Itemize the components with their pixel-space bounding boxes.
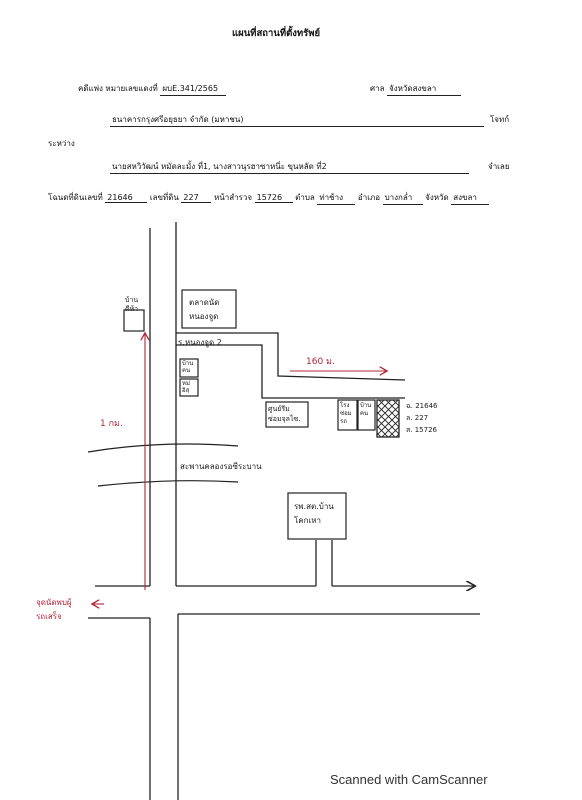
defendant-label: จำเลย	[488, 162, 510, 171]
case-number: ผบE.341/2565	[160, 82, 227, 96]
subdistrict: ท่าช้าง	[317, 191, 356, 205]
property-plot	[376, 399, 400, 438]
court-label: ศาล	[370, 84, 385, 93]
survey-label: หน้าสำรวจ	[213, 193, 253, 202]
side-road-north-edge	[176, 332, 406, 381]
side-road-south-edge	[176, 344, 405, 399]
deed-line: โฉนดที่ดินเลขที่ 21646 เลขที่ดิน 227 หน้…	[48, 191, 490, 205]
shop-label: ศูนย์รีม ซ่อมจุลไซ.	[268, 405, 301, 423]
house-near-box	[357, 399, 376, 431]
house-small-1-label: บ้าน คน	[182, 360, 194, 374]
province: สงขลา	[451, 191, 490, 205]
subdistrict-label: ตำบล	[295, 193, 315, 202]
deed-label: โฉนดที่ดินเลขที่	[48, 193, 103, 202]
survey-number: 15726	[254, 193, 293, 203]
land-label: เลขที่ดิน	[149, 193, 179, 202]
bridge-label: สะพานคลองรอซีระบาน	[180, 462, 262, 471]
plot-info-label: ฉ. 21646 ล. 227 ส. 15726	[406, 402, 438, 434]
case-line: คดีแพ่ง หมายเลขแดงที่ ผบE.341/2565	[78, 82, 227, 96]
land-number: 227	[181, 193, 212, 203]
house-small-2-label: หม่ อิสฺ	[182, 380, 190, 394]
house-top-label: บ้าน ดีห้า	[125, 296, 139, 313]
district: บางกล่ำ	[382, 191, 423, 205]
health-center-box	[287, 492, 347, 540]
deed-number: 21646	[105, 193, 148, 203]
garage-label: โรง ซ่อม รถ	[340, 402, 352, 425]
market-label: ตลาดนัด หนองจูด	[189, 298, 220, 321]
province-label: จังหวัด	[425, 193, 449, 202]
plaintiff-line: ธนาคารกรุงศรีอยุธยา จำกัด (มหาชน)	[110, 113, 484, 127]
document-title: แผนที่สถานที่ตั้งทรัพย์	[232, 28, 321, 39]
defendant-name: นายสหวิวัฒน์ หมัดละมั้ง ที่1, นางสาวนุรฮ…	[110, 160, 469, 174]
between-label: ระหว่าง	[48, 139, 75, 148]
garage-box	[337, 399, 358, 431]
canal-south	[97, 480, 239, 487]
plaintiff-name: ธนาคารกรุงศรีอยุธยา จำกัด (มหาชน)	[110, 113, 484, 127]
scanner-watermark: Scanned with CamScanner	[330, 772, 488, 787]
court-line: ศาล จังหวัดสงขลา	[370, 82, 462, 96]
court-name: จังหวัดสงขลา	[387, 82, 462, 96]
shop-box	[265, 401, 309, 428]
defendant-line: นายสหวิวัฒน์ หมัดละมั้ง ที่1, นางสาวนุรฮ…	[110, 160, 469, 174]
house-small-1-box	[179, 358, 199, 378]
house-small-2-box	[179, 378, 199, 397]
market-box	[181, 289, 237, 329]
house-near-label: บ้าน คน	[360, 402, 372, 417]
house-top-box	[123, 309, 145, 332]
case-label: คดีแพ่ง หมายเลขแดงที่	[78, 84, 158, 93]
junction-label: จุดนัดพบผู้ รถเสร็จ	[36, 598, 72, 621]
distance-north-label: 1 กม.	[100, 419, 123, 429]
road-name-label: ร.หนองจูด 2	[178, 338, 222, 347]
distance-east-label: 160 ม.	[306, 357, 335, 367]
health-center-label: รพ.สต.บ้าน โคกเหา	[294, 502, 334, 525]
canal-north	[87, 443, 239, 453]
district-label: อำเภอ	[357, 193, 381, 202]
plaintiff-label: โจทก์	[490, 115, 510, 124]
